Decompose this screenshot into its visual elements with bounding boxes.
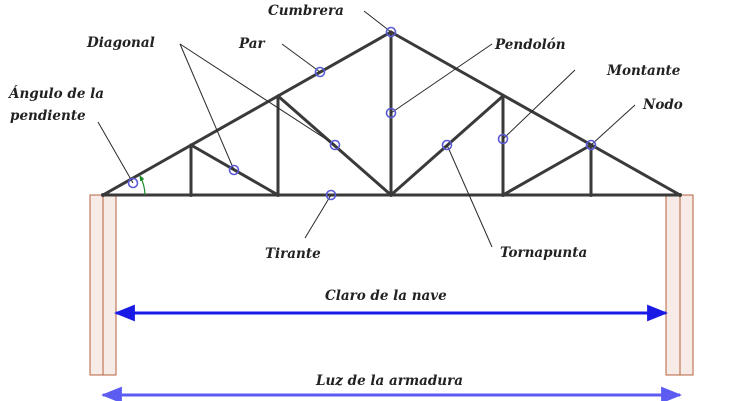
joint-dots — [101, 193, 682, 197]
label-tirante: Tirante — [265, 246, 321, 262]
marker-pendolon — [385, 107, 397, 119]
leader-pendolon — [390, 43, 493, 114]
leader-tornapunta — [446, 144, 493, 248]
markers — [127, 26, 597, 201]
diagonal-left-inner — [276, 94, 393, 197]
label-claro: Claro de la nave — [325, 288, 447, 304]
truss — [101, 30, 682, 197]
leader-angulo — [97, 121, 134, 184]
label-diagonal: Diagonal — [86, 35, 155, 51]
marker-diagonal-a — [228, 164, 240, 176]
leader-diagonal-b — [179, 43, 336, 146]
leader-lines — [97, 10, 636, 248]
marker-angulo — [127, 177, 139, 189]
dimension-luz: Luz de la armadura — [100, 373, 683, 401]
label-pendolon: Pendolón — [494, 37, 566, 53]
label-angulo-line1: Ángulo de la — [7, 86, 104, 102]
marker-tirante — [325, 189, 337, 201]
marker-diagonal-b — [329, 139, 341, 151]
label-nodo: Nodo — [642, 97, 683, 113]
label-montante: Montante — [606, 63, 681, 79]
marker-tornapunta — [441, 139, 453, 151]
label-par: Par — [238, 36, 266, 52]
support-post-right — [665, 194, 694, 376]
rafter-right — [389, 30, 682, 197]
marker-montante — [497, 133, 509, 145]
rafter-left — [101, 30, 393, 197]
leader-par — [281, 43, 321, 73]
leader-montante — [502, 69, 576, 140]
leader-nodo — [590, 104, 636, 146]
diagonal-right-outer — [501, 143, 593, 197]
dimension-claro: Claro de la nave — [113, 288, 669, 322]
label-cumbrera: Cumbrera — [268, 3, 344, 19]
label-luz: Luz de la armadura — [315, 373, 463, 389]
diagonal-left-outer — [189, 143, 280, 197]
support-post-left — [89, 194, 117, 376]
leader-cumbrera — [363, 10, 392, 33]
marker-cumbrera — [385, 26, 397, 38]
marker-par — [314, 66, 326, 78]
leader-diagonal-a — [179, 43, 235, 171]
marker-nodo — [585, 139, 597, 151]
label-tornapunta: Tornapunta — [500, 245, 587, 261]
leader-tirante — [304, 194, 332, 239]
label-angulo-line2: pendiente — [10, 108, 86, 124]
slope-angle — [103, 174, 147, 196]
